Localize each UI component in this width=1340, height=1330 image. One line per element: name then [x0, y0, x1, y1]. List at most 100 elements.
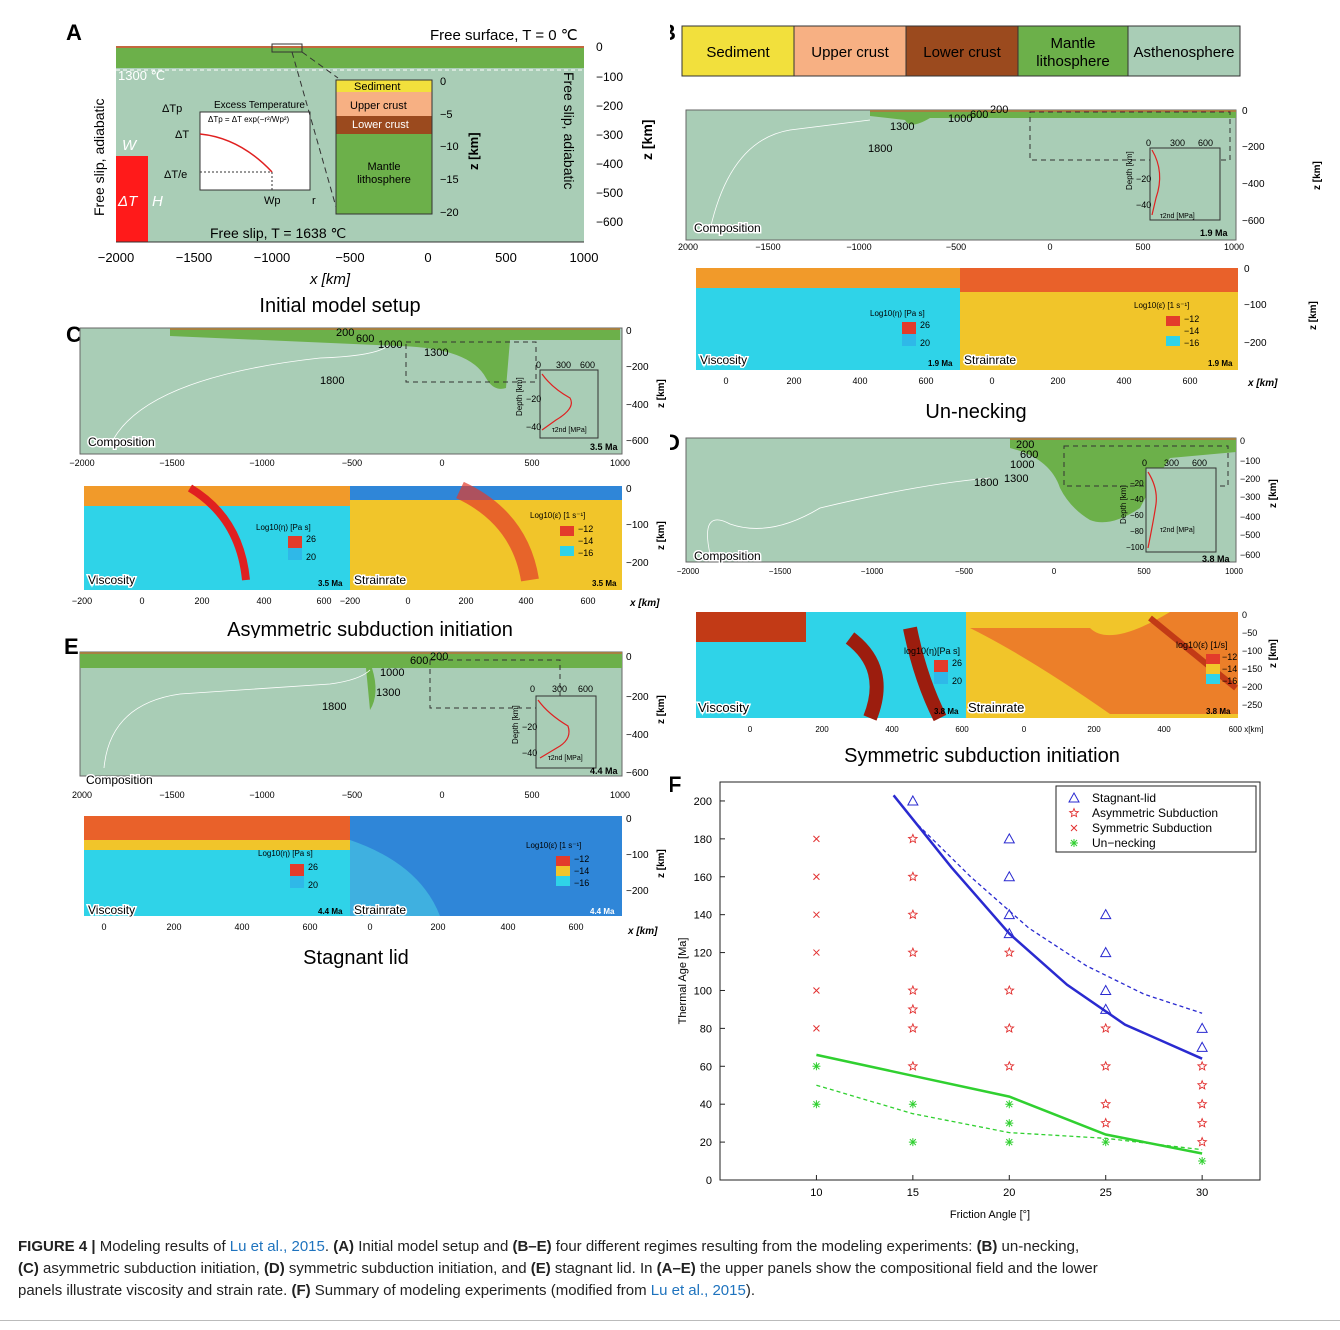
a-z-ticks: 0 −100 −200 −300 −400 −500 −600: [596, 40, 623, 229]
svg-text:600: 600: [955, 725, 969, 734]
f-point-asterisk: [908, 1100, 917, 1109]
caption-label: FIGURE 4 |: [18, 1238, 96, 1255]
e-lower-x: 0 200 400 600 0 200 400 600: [101, 922, 583, 932]
panel-d-title: Symmetric subduction initiation: [844, 745, 1120, 767]
svg-text:0: 0: [439, 790, 444, 800]
panel-c-title: Asymmetric subduction initiation: [227, 619, 513, 638]
f-y-tick-label: 100: [694, 985, 712, 997]
c-inset: [539, 369, 599, 439]
f-y-tick-label: 60: [700, 1061, 712, 1073]
svg-text:0: 0: [1022, 725, 1027, 734]
svg-text:400: 400: [1157, 725, 1171, 734]
svg-text:−2000: −2000: [98, 250, 135, 265]
svg-text:−2000: −2000: [677, 567, 700, 576]
svg-text:200: 200: [166, 922, 181, 932]
f-point-triangle: [1003, 870, 1016, 882]
svg-text:500: 500: [1135, 242, 1150, 252]
svg-text:1000: 1000: [610, 790, 630, 800]
d-c1800: 1800: [974, 477, 998, 489]
f-legend-box: [1055, 785, 1257, 853]
f-point-star: [1100, 1098, 1112, 1109]
f-point-star: [1003, 1022, 1015, 1033]
c-strain-cb-2: −16: [578, 548, 593, 558]
svg-text:−250: −250: [1242, 700, 1262, 710]
d-comp-label: Composition: [694, 549, 761, 563]
a-left-bc: Free slip, adiabatic: [91, 98, 107, 216]
a-inset-x1: r: [312, 195, 316, 207]
b-lower-x-label: x [km]: [1247, 378, 1278, 389]
svg-text:0: 0: [1244, 264, 1250, 275]
e-strain-cb-1: −14: [574, 866, 589, 876]
svg-text:−200: −200: [1244, 338, 1267, 349]
panel-b-letter: B: [670, 20, 676, 45]
b-strain-cb: [1166, 316, 1180, 346]
svg-text:400: 400: [500, 922, 515, 932]
c-visc-cb-0: 26: [306, 534, 316, 544]
b-x-ticks: 2000 −1500 −1000 −500 0 500 1000: [678, 242, 1244, 252]
b-strain-cb-0: −12: [1184, 314, 1199, 324]
e-visc-cb-1: 20: [308, 880, 318, 890]
svg-text:500: 500: [1137, 567, 1151, 576]
svg-text:400: 400: [1116, 376, 1131, 386]
f-boundary-line-1: [912, 819, 1203, 1014]
svg-text:600: 600: [918, 376, 933, 386]
f-y-tick-label: 140: [694, 910, 712, 922]
svg-text:−1500: −1500: [769, 567, 792, 576]
e-ix2: 600: [578, 684, 593, 694]
f-boundary-line-3: [816, 1084, 1203, 1151]
panel-f-letter: F: [670, 772, 681, 797]
f-point-star: [907, 1003, 919, 1015]
svg-text:−50: −50: [1242, 628, 1257, 638]
caption-ref-2[interactable]: Lu et al., 2015: [650, 1282, 746, 1299]
svg-text:−300: −300: [596, 128, 623, 142]
panel-e-letter: E: [64, 634, 79, 659]
svg-text:−600: −600: [626, 768, 649, 779]
e-lower-x-label: x [km]: [627, 926, 658, 937]
a-inset-excess: [199, 111, 311, 191]
f-point-star: [907, 984, 919, 996]
f-y-axis-label: Thermal Age [Ma]: [677, 938, 689, 1025]
f-x-tick-label: 20: [1003, 1187, 1015, 1199]
d-c600: 600: [1020, 449, 1038, 461]
b-legend-lower: Lower crust: [923, 44, 1001, 61]
svg-text:600 x[km]: 600 x[km]: [1229, 725, 1264, 734]
f-point-asterisk: [812, 1062, 821, 1071]
caption-ref-1[interactable]: Lu et al., 2015: [229, 1238, 325, 1255]
svg-text:200: 200: [1050, 376, 1065, 386]
svg-text:1000: 1000: [610, 458, 630, 468]
svg-text:0: 0: [367, 922, 372, 932]
a-z-label: z [km]: [639, 120, 655, 160]
svg-text:0: 0: [1242, 106, 1248, 117]
d-time: 3.8 Ma: [1202, 554, 1231, 564]
svg-text:200: 200: [1087, 725, 1101, 734]
e-visc-cb-title: Log10(η) [Pa s]: [258, 849, 313, 858]
f-point-star: [907, 946, 919, 958]
svg-text:0: 0: [424, 250, 431, 265]
d-iylabel: Depth [km]: [1119, 485, 1128, 524]
svg-text:−200: −200: [626, 558, 649, 569]
e-c1300: 1300: [376, 687, 400, 699]
f-point-triangle: [1099, 908, 1112, 920]
f-y-tick-label: 20: [700, 1137, 712, 1149]
e-lower-z: 0 −100 −200: [626, 814, 649, 897]
d-c1300: 1300: [1004, 473, 1028, 485]
svg-text:500: 500: [524, 790, 539, 800]
b-time-v: 1.9 Ma: [928, 359, 953, 368]
c-lower-z: 0 −100 −200: [626, 484, 649, 569]
d-c200: 200: [1016, 439, 1034, 451]
svg-text:−1000: −1000: [249, 458, 274, 468]
a-inset-y2: ΔT/e: [164, 169, 187, 181]
svg-text:−5: −5: [440, 109, 453, 121]
c-x-ticks: −2000 −1500 −1000 −500 0 500 1000: [69, 458, 630, 468]
c-strain-cb-title: Log10(ε̇) [1 s⁻¹]: [530, 511, 585, 520]
f-point-star: [907, 909, 919, 920]
f-legend-label: Symmetric Subduction: [1092, 821, 1212, 835]
c-visc-cb-title: Log10(η) [Pa s]: [256, 523, 311, 532]
b-strain-cb-title: Log10(ε̇) [1 s⁻¹]: [1134, 301, 1189, 310]
a-inset-formula: ΔTp = ΔT exp(−r²/Wp²): [208, 115, 290, 124]
a-plume-w: W: [122, 137, 138, 154]
panel-b: B Sediment Upper crust Lower crust Mantl…: [670, 20, 1323, 423]
f-point-star: [907, 1060, 919, 1071]
svg-text:−600: −600: [626, 436, 649, 447]
